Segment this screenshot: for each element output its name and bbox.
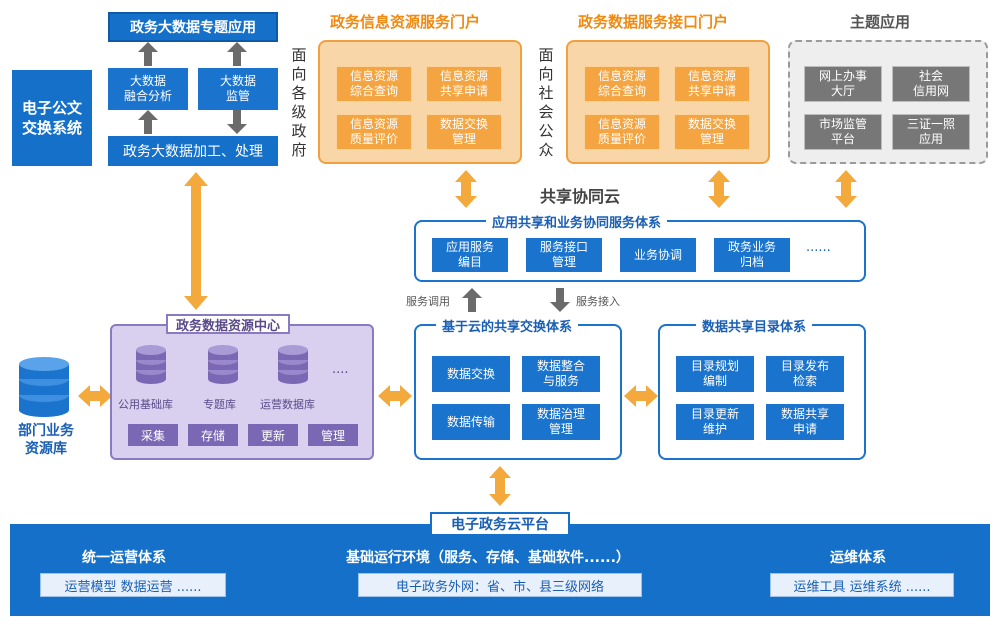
arrow-service-access	[550, 288, 570, 312]
app-share-cell-catalog[interactable]: 应用服务 编目	[432, 238, 508, 272]
platform-env-content: 电子政务外网：省、市、县三级网络	[358, 573, 642, 597]
op-store[interactable]: 存储	[188, 424, 238, 446]
info-portal-cell-exchange[interactable]: 数据交换 管理	[426, 114, 502, 150]
platform-maint-content: 运维工具 运维系统 ......	[770, 573, 954, 597]
db-icon-public	[136, 345, 166, 384]
catalog-title: 数据共享目录体系	[696, 316, 813, 335]
arrow-exchange-catalog	[624, 385, 658, 407]
e-document-exchange-system: 电子公文 交换系统	[12, 70, 92, 166]
arrow-leftsys-datacenter	[184, 172, 208, 310]
bigdata-analysis-box: 大数据 融合分析	[108, 68, 188, 110]
arrow-theme-cloud	[835, 170, 857, 208]
platform-ops-title: 统一运营体系	[82, 550, 166, 566]
platform-title: 电子政务云平台	[430, 512, 570, 536]
bigdata-topic-app-title: 政务大数据专题应用	[108, 12, 278, 42]
arrow-portal-info-cloud	[455, 170, 477, 208]
catalog-cell-publish[interactable]: 目录发布 检索	[766, 356, 844, 392]
db-icon-topic	[208, 345, 238, 384]
app-share-more: ······	[806, 244, 831, 259]
db-label-operation: 运营数据库	[260, 398, 315, 411]
catalog-cell-update[interactable]: 目录更新 维护	[676, 404, 754, 440]
data-portal-cell-quality[interactable]: 信息资源 质量评价	[584, 114, 660, 150]
cloud-exchange-title: 基于云的共享交换体系	[436, 316, 579, 335]
exchange-cell-data-exchange[interactable]: 数据交换	[432, 356, 510, 392]
op-collect[interactable]: 采集	[128, 424, 178, 446]
platform-base	[10, 524, 990, 616]
data-portal-cell-query[interactable]: 信息资源 综合查询	[584, 66, 660, 102]
theme-app-credit-net[interactable]: 社会 信用网	[892, 66, 970, 102]
op-manage[interactable]: 管理	[308, 424, 358, 446]
info-portal-side-label: 面向各级政府	[291, 46, 307, 159]
platform-maint-title: 运维体系	[830, 550, 886, 566]
data-portal-cell-apply[interactable]: 信息资源 共享申请	[674, 66, 750, 102]
db-label-public: 公用基础库	[118, 398, 173, 411]
platform-env-title: 基础运行环境（服务、存储、基础软件......）	[346, 550, 630, 566]
app-share-cell-interface[interactable]: 服务接口 管理	[526, 238, 602, 272]
platform-ops-content: 运营模型 数据运营 ......	[40, 573, 226, 597]
db-icon-operation	[278, 345, 308, 384]
app-share-cell-archive[interactable]: 政务业务 归档	[714, 238, 790, 272]
catalog-cell-planning[interactable]: 目录规划 编制	[676, 356, 754, 392]
arrow-exchange-platform	[489, 466, 511, 506]
dept-db-icon	[19, 357, 69, 417]
arrow-portal-data-cloud	[708, 170, 730, 208]
data-portal-cell-exchange[interactable]: 数据交换 管理	[674, 114, 750, 150]
data-portal-title: 政务数据服务接口门户	[578, 13, 729, 31]
app-share-cell-coordination[interactable]: 业务协调	[620, 238, 696, 272]
theme-app-online-hall[interactable]: 网上办事 大厅	[804, 66, 882, 102]
info-portal-title: 政务信息资源服务门户	[330, 13, 481, 31]
arrow-monitor-processing	[227, 110, 247, 134]
op-update[interactable]: 更新	[248, 424, 298, 446]
arrow-processing-analysis	[138, 110, 158, 134]
theme-app-license-app[interactable]: 三证一照 应用	[892, 114, 970, 150]
arrow-dept-datacenter	[78, 385, 112, 407]
arrow-datacenter-exchange	[378, 385, 412, 407]
shared-cloud-title: 共享协同云	[540, 187, 621, 206]
theme-app-market-platform[interactable]: 市场监管 平台	[804, 114, 882, 150]
data-center-title: 政务数据资源中心	[166, 314, 291, 334]
data-center-more: ····	[332, 366, 349, 381]
arrow-analysis-title	[138, 42, 158, 66]
data-portal-side-label: 面向社会公众	[538, 46, 554, 159]
arrow-monitor-title	[227, 42, 247, 66]
app-share-title: 应用共享和业务协同服务体系	[486, 212, 668, 231]
service-access-label: 服务接入	[576, 295, 620, 308]
service-call-label: 服务调用	[406, 295, 450, 308]
bigdata-monitor-box: 大数据 监管	[198, 68, 278, 110]
arrow-service-call	[462, 288, 482, 312]
info-portal-cell-query[interactable]: 信息资源 综合查询	[336, 66, 412, 102]
bigdata-processing-box: 政务大数据加工、处理	[108, 136, 278, 166]
dept-db-label: 部门业务 资源库	[18, 423, 74, 457]
exchange-cell-integration[interactable]: 数据整合 与服务	[522, 356, 600, 392]
info-portal-cell-apply[interactable]: 信息资源 共享申请	[426, 66, 502, 102]
info-portal-cell-quality[interactable]: 信息资源 质量评价	[336, 114, 412, 150]
db-label-topic: 专题库	[203, 398, 236, 411]
theme-apps-title: 主题应用	[850, 13, 911, 31]
exchange-cell-transfer[interactable]: 数据传输	[432, 404, 510, 440]
exchange-cell-governance[interactable]: 数据治理 管理	[522, 404, 600, 440]
catalog-cell-apply[interactable]: 数据共享 申请	[766, 404, 844, 440]
